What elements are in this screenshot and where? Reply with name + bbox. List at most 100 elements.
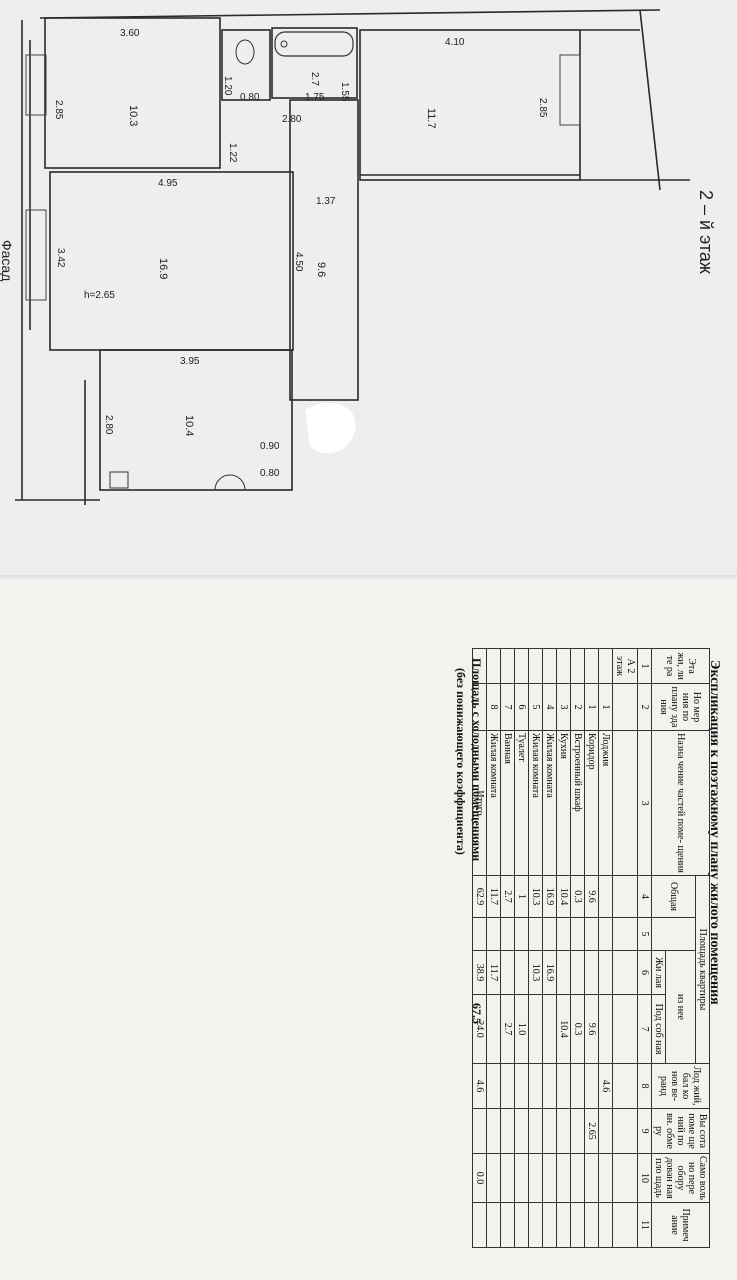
row-number: 1 bbox=[584, 683, 599, 731]
room-4-outline bbox=[49, 171, 294, 351]
table-sheet bbox=[0, 580, 737, 1280]
row-name: Кухня bbox=[556, 730, 571, 876]
kitchen-area: 10.4 bbox=[183, 415, 195, 436]
room-4-area: 16.9 bbox=[157, 258, 169, 279]
dim-bath-w: 1.75 bbox=[305, 92, 325, 103]
header-c10: Само воль но пере обору дован ная пло ща… bbox=[651, 1153, 710, 1203]
cold-area-value: 67.5 bbox=[470, 1003, 484, 1024]
row-living bbox=[556, 950, 571, 995]
corridor-outline bbox=[289, 99, 359, 401]
row-number: 1 bbox=[598, 683, 613, 731]
header-c45: Площадь квартиры bbox=[695, 875, 710, 1064]
row-height bbox=[556, 1108, 571, 1154]
dim-corr-len: 4.50 bbox=[293, 252, 304, 272]
bath-outline bbox=[271, 27, 358, 99]
floor-plan-sheet: 3.60 2.85 10.3 1.20 0.80 1.75 1.55 2.7 4… bbox=[0, 0, 737, 580]
row-living bbox=[570, 950, 585, 995]
floor-label: 2 – й этаж bbox=[696, 190, 716, 274]
total-loggia: 4.6 bbox=[472, 1063, 487, 1109]
row-aux bbox=[486, 994, 501, 1064]
dim-corr-top: 2.80 bbox=[282, 114, 302, 125]
header-c4: Общая bbox=[651, 875, 696, 918]
row-number: 8 bbox=[486, 683, 501, 731]
row-number: 5 bbox=[528, 683, 543, 731]
row-height: 2.65 bbox=[584, 1108, 599, 1154]
total-height bbox=[472, 1108, 487, 1154]
explication-table-wrap: Эта жи, ли те ра Но мер ния по плану зда… bbox=[454, 648, 710, 1248]
row-number: 4 bbox=[542, 683, 557, 731]
column-numbers-row: 1 2 3 4 5 6 7 8 9 10 11 bbox=[637, 648, 652, 1248]
row-loggia bbox=[570, 1063, 585, 1109]
row-aux bbox=[542, 994, 557, 1064]
row-aux: 2.7 bbox=[500, 994, 515, 1064]
header-c7: Под соб ная bbox=[651, 994, 666, 1064]
redaction-blot bbox=[305, 402, 356, 454]
floor-plan: 3.60 2.85 10.3 1.20 0.80 1.75 1.55 2.7 4… bbox=[0, 9, 716, 505]
row-living bbox=[514, 950, 529, 995]
cold-area-note: (без понижающего коэффициента) bbox=[454, 668, 468, 855]
wc-outline bbox=[221, 29, 271, 101]
row-total: 10.4 bbox=[556, 875, 571, 918]
row-loggia bbox=[556, 1063, 571, 1109]
kitchen-outline bbox=[99, 349, 293, 491]
row-total: 11.7 bbox=[486, 875, 501, 918]
header-c1: Эта жи, ли те ра bbox=[651, 648, 710, 684]
row-living: 16.9 bbox=[542, 950, 557, 995]
row-loggia bbox=[514, 1063, 529, 1109]
dim-wardrobe-w: 0.90 bbox=[260, 441, 280, 452]
row-living bbox=[584, 950, 599, 995]
corridor-area: 9.6 bbox=[315, 262, 327, 277]
room-8-area: 11.7 bbox=[425, 108, 437, 129]
height-label: h=2.65 bbox=[84, 290, 115, 301]
total-living: 38.9 bbox=[472, 950, 487, 995]
row-height bbox=[514, 1108, 529, 1154]
row-number: 2 bbox=[570, 683, 585, 731]
row-aux: 1.0 bbox=[514, 994, 529, 1064]
row-name: Туалет bbox=[514, 730, 529, 876]
dim-r5-top: 3.60 bbox=[120, 28, 140, 39]
dim-wc-w: 1.20 bbox=[222, 76, 233, 96]
row-total: 10.3 bbox=[528, 875, 543, 918]
dim-corr-mid: 1.37 bbox=[316, 196, 336, 207]
explication-table: Эта жи, ли те ра Но мер ния по плану зда… bbox=[472, 648, 710, 1248]
row-total: 9.6 bbox=[584, 875, 599, 918]
header-c5: из нее bbox=[665, 950, 696, 1064]
row-number: 7 bbox=[500, 683, 515, 731]
bath-area: 2.7 bbox=[309, 72, 320, 86]
row-loggia bbox=[584, 1063, 599, 1109]
dim-corr-side: 1.22 bbox=[227, 143, 238, 163]
sheet-fold bbox=[0, 575, 737, 581]
row-aux: 9.6 bbox=[584, 994, 599, 1064]
total-total: 62.9 bbox=[472, 875, 487, 918]
dim-r8-left: 2.85 bbox=[537, 98, 548, 118]
stove-icon bbox=[109, 471, 129, 489]
dim-k-left: 2.80 bbox=[103, 415, 114, 435]
row-loggia bbox=[542, 1063, 557, 1109]
drain-icon bbox=[280, 40, 288, 48]
bathtub-icon bbox=[274, 31, 354, 57]
row-name: Жилая комната bbox=[486, 730, 501, 876]
row-total: 1 bbox=[514, 875, 529, 918]
total-extra: 0.0 bbox=[472, 1153, 487, 1203]
dim-bath-h: 1.55 bbox=[339, 82, 350, 102]
row-height bbox=[598, 1108, 613, 1154]
row-height bbox=[528, 1108, 543, 1154]
dim-k-top: 3.95 bbox=[180, 356, 200, 367]
row-total: 16.9 bbox=[542, 875, 557, 918]
dim-r4-top: 4.95 bbox=[158, 178, 178, 189]
header-c2: Но мер ния по плану зда ния bbox=[651, 683, 710, 731]
row-aux bbox=[528, 994, 543, 1064]
row-number: 6 bbox=[514, 683, 529, 731]
row-total bbox=[598, 875, 613, 918]
floor-row: А 2 этаж bbox=[612, 648, 638, 1248]
dim-r8-top: 4.10 bbox=[445, 37, 465, 48]
